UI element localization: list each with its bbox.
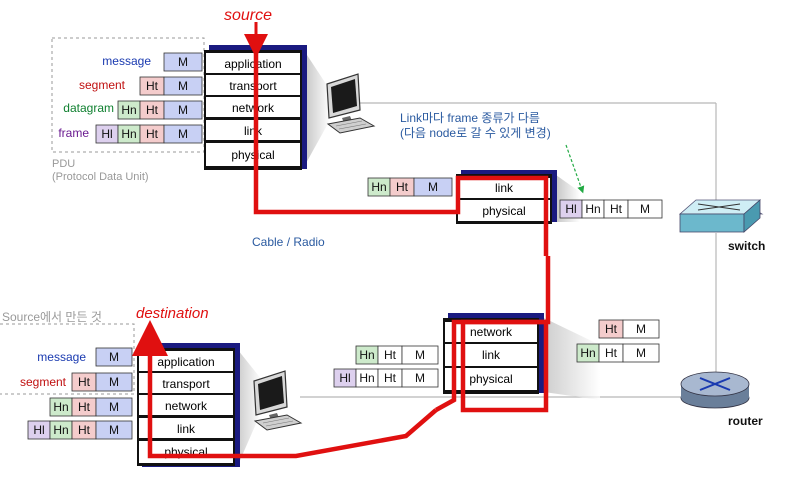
dest-pdu-segment: segment Ht M <box>20 372 133 392</box>
router-layer-link: link <box>482 348 501 362</box>
source-made-label: Source에서 만든 것 <box>2 310 102 324</box>
destination-label: destination <box>136 305 209 322</box>
cable-radio-label: Cable / Radio <box>252 235 325 249</box>
router-layer-physical: physical <box>469 372 512 386</box>
header-hl: Hl <box>339 371 350 385</box>
router-datagram-left: Hn Ht M <box>355 345 439 365</box>
header-m: M <box>640 202 650 216</box>
router-protocol-stack: network link physical <box>443 313 544 394</box>
source-pdu-datagram: datagram Hn Ht M <box>63 100 203 120</box>
header-m: M <box>415 371 425 385</box>
source-computer-icon <box>326 73 376 134</box>
link-frame-note: Link마다 frame 종류가 다름 (다음 node로 갈 수 있게 변경) <box>400 111 551 141</box>
dest-label-segment: segment <box>20 375 67 389</box>
header-m: M <box>178 55 188 69</box>
header-m: M <box>109 350 119 364</box>
pdu-caption: PDU (Protocol Data Unit) <box>52 158 149 183</box>
layer-transport: transport <box>229 79 277 93</box>
link-frame-note-line2: (다음 node로 갈 수 있게 변경) <box>400 126 551 140</box>
header-ht: Ht <box>146 103 159 117</box>
header-m: M <box>636 346 646 360</box>
header-m: M <box>178 127 188 141</box>
header-ht: Ht <box>146 127 159 141</box>
switch-label: switch <box>728 239 766 253</box>
layer-network: network <box>232 101 275 115</box>
pdu-label-segment: segment <box>79 78 126 92</box>
header-hl: Hl <box>101 127 112 141</box>
header-ht: Ht <box>384 371 397 385</box>
link-frame-note-line1: Link마다 frame 종류가 다름 <box>400 111 540 125</box>
header-hn: Hn <box>359 371 374 385</box>
pdu-label-datagram: datagram <box>63 101 114 115</box>
router-label: router <box>728 414 763 428</box>
header-hn: Hn <box>121 103 136 117</box>
source-made-dashed-box <box>0 323 135 395</box>
pdu-caption-line1: PDU <box>52 158 76 170</box>
header-ht: Ht <box>605 322 618 336</box>
header-ht: Ht <box>146 79 159 93</box>
header-hl: Hl <box>565 202 576 216</box>
header-m: M <box>109 400 119 414</box>
switch-incoming-frame: Hn Ht M <box>367 177 453 197</box>
header-ht: Ht <box>610 202 623 216</box>
header-ht: Ht <box>78 423 91 437</box>
header-ht: Ht <box>605 346 618 360</box>
header-hn: Hn <box>580 346 595 360</box>
shadow-wedges <box>238 52 600 465</box>
header-hl: Hl <box>33 423 44 437</box>
source-label: source <box>224 7 273 24</box>
header-m: M <box>109 375 119 389</box>
switch-layer-link: link <box>495 181 514 195</box>
dest-label-message: message <box>37 350 86 364</box>
dest-layer-transport: transport <box>162 377 210 391</box>
dest-layer-network: network <box>165 399 208 413</box>
dest-pdu-datagram: Hn Ht M <box>49 397 133 417</box>
layer-link: link <box>244 124 263 138</box>
pdu-caption-line2: (Protocol Data Unit) <box>52 170 149 183</box>
header-hn: Hn <box>121 127 136 141</box>
header-hn: Hn <box>359 348 374 362</box>
dest-protocol-stack: application transport network link physi… <box>137 343 240 467</box>
header-m: M <box>109 423 119 437</box>
router-layer-network: network <box>470 325 513 339</box>
header-hn: Hn <box>371 180 386 194</box>
router-segment-right: Ht M <box>598 319 660 339</box>
header-m: M <box>178 79 188 93</box>
header-hn: Hn <box>53 400 68 414</box>
header-hn: Hn <box>585 202 600 216</box>
data-path <box>132 22 551 459</box>
source-pdu-message: message M <box>102 52 203 72</box>
header-ht: Ht <box>78 400 91 414</box>
switch-layer-physical: physical <box>482 204 525 218</box>
header-ht: Ht <box>384 348 397 362</box>
note-arrow <box>565 144 585 194</box>
pdu-label-message: message <box>102 54 151 68</box>
dest-pdu-frame: Hl Hn Ht M <box>27 420 133 440</box>
pdu-label-frame: frame <box>58 126 89 140</box>
header-m: M <box>428 180 438 194</box>
router-icon <box>680 371 750 409</box>
switch-icon <box>678 199 764 233</box>
switch-outgoing-frame: Hl Hn Ht M <box>559 199 663 219</box>
dest-layer-link: link <box>177 422 196 436</box>
source-pdu-frame: frame Hl Hn Ht M <box>58 124 203 144</box>
header-ht: Ht <box>396 180 409 194</box>
pdu-dashed-box <box>51 37 205 153</box>
dest-layer-application: application <box>157 355 214 369</box>
layer-physical: physical <box>231 148 274 162</box>
router-frame-left: Hl Hn Ht M <box>333 368 439 388</box>
header-ht: Ht <box>78 375 91 389</box>
header-hn: Hn <box>53 423 68 437</box>
network-links <box>300 102 717 398</box>
dest-pdu-message: message M <box>37 347 133 367</box>
source-pdu-segment: segment Ht M <box>79 76 203 96</box>
header-m: M <box>636 322 646 336</box>
layer-application: application <box>224 57 281 71</box>
header-m: M <box>415 348 425 362</box>
dest-computer-icon <box>253 370 303 431</box>
router-datagram-right: Hn Ht M <box>576 343 660 363</box>
header-m: M <box>178 103 188 117</box>
switch-protocol-stack: link physical <box>456 170 557 224</box>
